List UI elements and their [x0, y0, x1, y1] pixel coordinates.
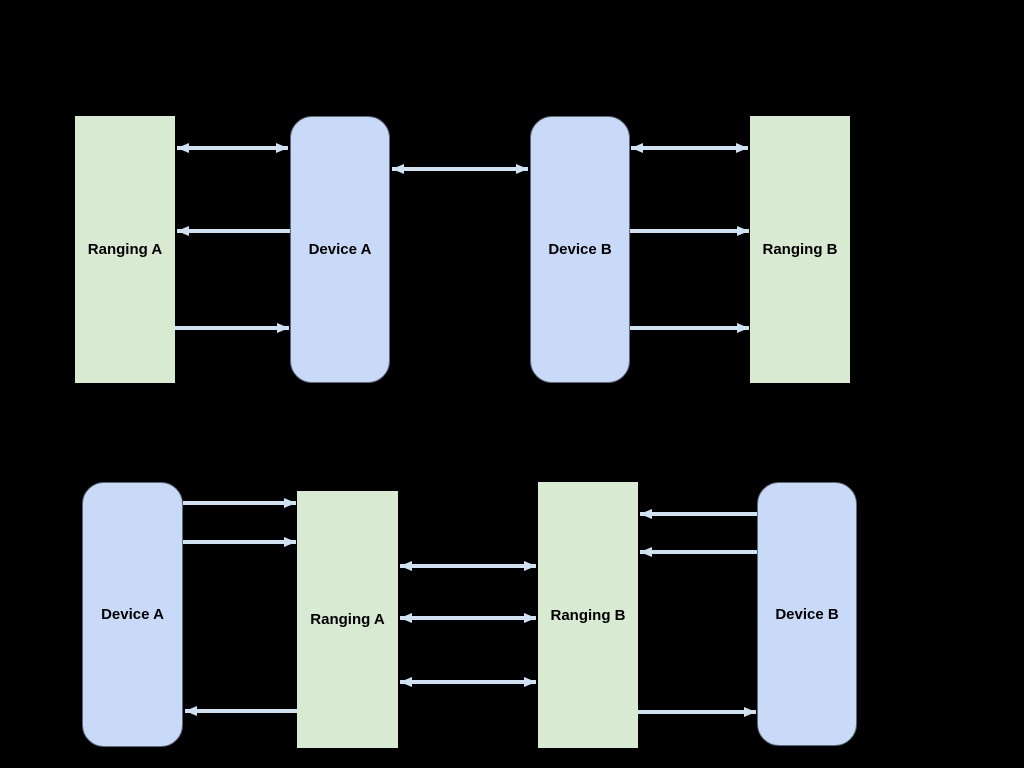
node-bottom-device-a-label: Device A: [101, 606, 164, 623]
node-top-device-a: Device A: [290, 116, 390, 383]
node-bottom-ranging-a-label: Ranging A: [310, 611, 385, 628]
node-top-device-b: Device B: [530, 116, 630, 383]
node-bottom-ranging-b: Ranging B: [538, 482, 638, 748]
node-bottom-ranging-b-label: Ranging B: [550, 606, 626, 624]
node-top-ranging-b: Ranging B: [750, 116, 850, 383]
node-top-device-a-label: Device A: [308, 241, 372, 258]
node-bottom-ranging-a: Ranging A: [297, 491, 398, 748]
node-top-ranging-a: Ranging A: [75, 116, 175, 383]
node-top-ranging-a-label: Ranging A: [87, 241, 163, 258]
node-top-device-b-label: Device B: [548, 241, 612, 258]
node-bottom-device-b-label: Device B: [775, 605, 839, 623]
node-bottom-device-a: Device A: [82, 482, 183, 747]
node-bottom-device-b: Device B: [757, 482, 857, 746]
node-top-ranging-b-label: Ranging B: [762, 241, 838, 258]
